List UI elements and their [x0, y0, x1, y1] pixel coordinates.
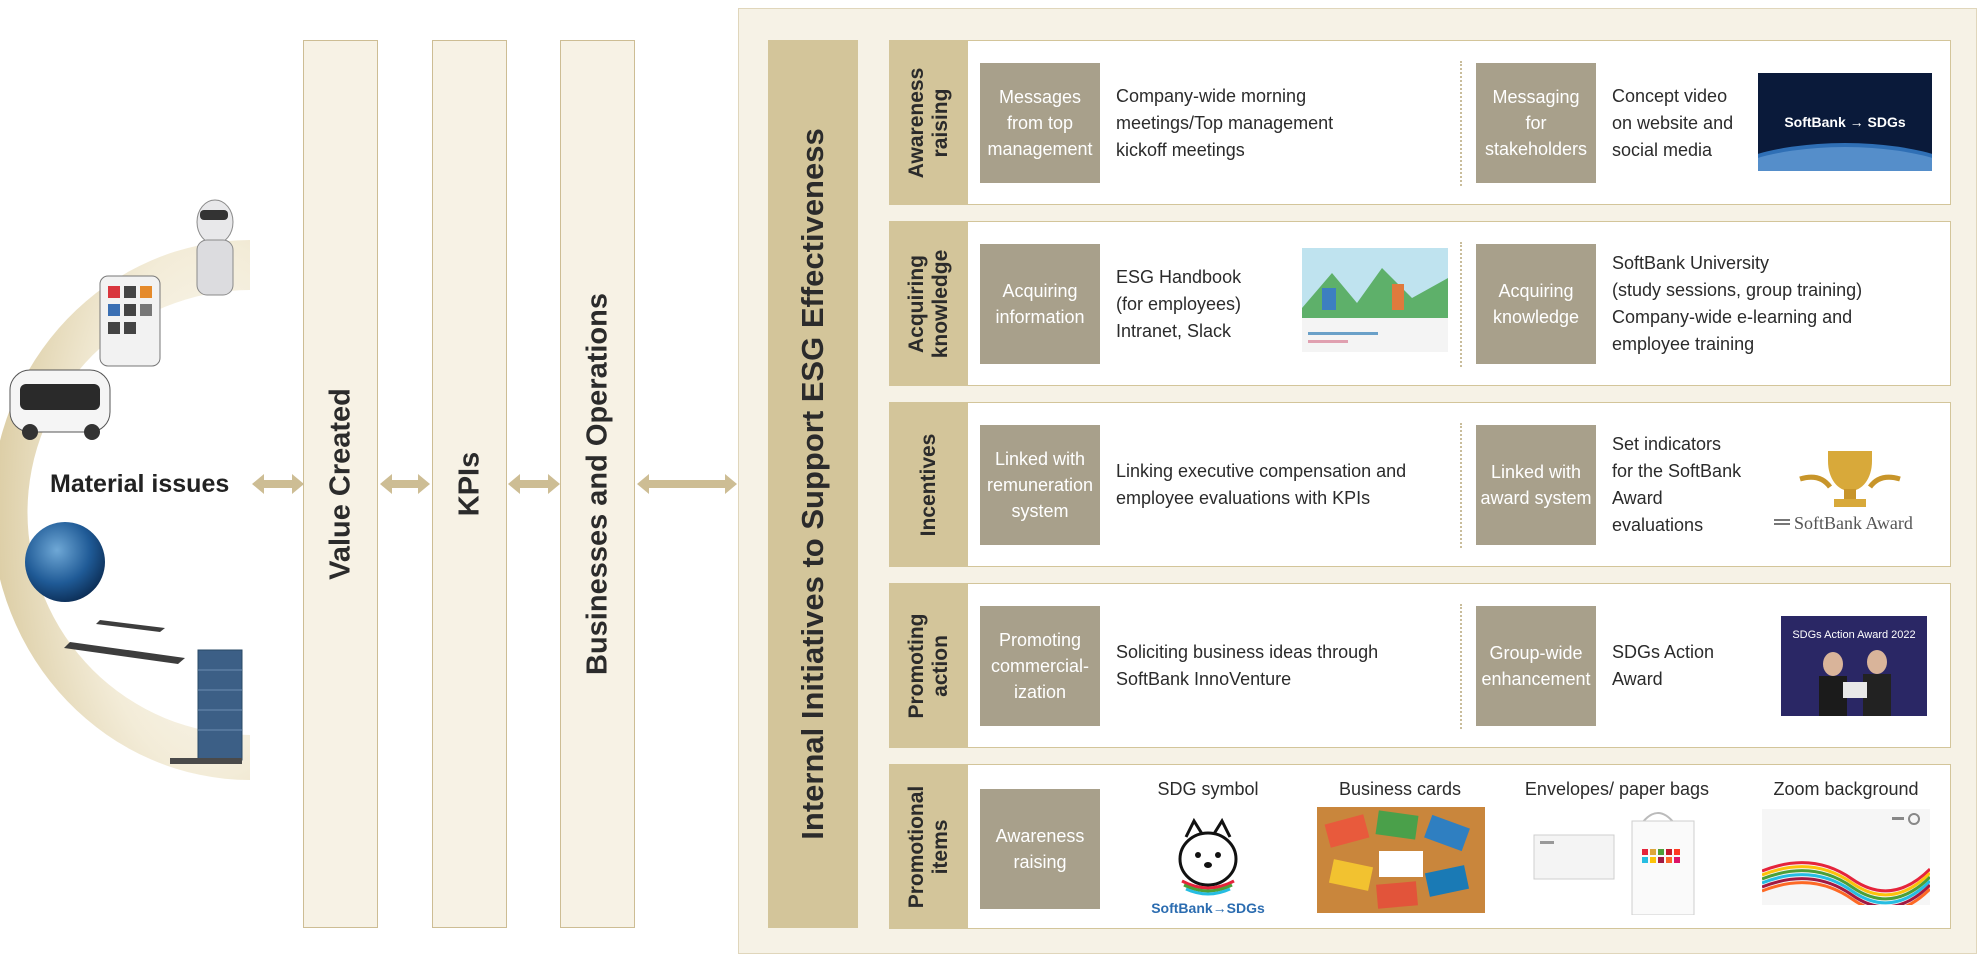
row-head: Acquiring knowledge: [890, 222, 968, 385]
envelopes-paper-bags-photo: [1533, 812, 1695, 915]
row-head-line: Awareness: [904, 67, 928, 178]
businesses-label: Businesses and Operations: [581, 293, 613, 675]
smartphone-icon: [99, 275, 161, 367]
business-cards-photo: [1317, 807, 1485, 913]
description: Soliciting business ideas through SoftBa…: [1116, 639, 1378, 693]
desc-line: evaluations: [1612, 515, 1704, 535]
initiatives-header: Internal Initiatives to Support ESG Effe…: [768, 40, 858, 928]
double-arrow-icon: [508, 474, 560, 494]
softbank-award-logo: SoftBank Award: [1774, 451, 1913, 533]
description: Linking executive compensation and emplo…: [1116, 458, 1406, 512]
category-box: Awareness raising: [980, 789, 1100, 909]
desc-line: Soliciting business ideas through: [1116, 642, 1379, 662]
category-box: Acquiring information: [980, 244, 1100, 364]
desc-line: Linking executive compensation and: [1116, 461, 1407, 481]
zoom-background-image: [1762, 809, 1930, 905]
row-head-line: items: [929, 819, 952, 874]
award-logo-text: SoftBank Award: [1794, 513, 1913, 533]
row-acquiring-knowledge: Acquiring knowledge Acquiring informatio…: [889, 221, 1951, 386]
row-head: Awareness raising: [890, 41, 968, 204]
description: SDGs Action Award: [1612, 639, 1714, 693]
row-head-line: Incentives: [916, 433, 940, 536]
row-head-line: action: [929, 634, 952, 697]
desc-line: Concept video: [1612, 86, 1728, 106]
earth-icon: [25, 522, 105, 602]
description: Set indicators for the SoftBank Award ev…: [1612, 431, 1741, 539]
desc-line: Award: [1612, 488, 1663, 508]
desc-line: employee training: [1612, 334, 1755, 354]
row-head-line: Promotional: [904, 785, 928, 908]
desc-line: kickoff meetings: [1116, 140, 1245, 160]
desc-line: SoftBank University: [1612, 253, 1770, 273]
row-head: Promoting action: [890, 584, 968, 747]
esg-handbook-thumbnail: [1302, 248, 1448, 352]
robot-icon: [196, 199, 234, 296]
material-issues-label: Material issues: [50, 470, 230, 498]
description: Concept video on website and social medi…: [1612, 83, 1733, 164]
dotted-divider: [1460, 423, 1462, 548]
row-head: Incentives: [890, 403, 968, 566]
double-arrow-icon: [637, 474, 737, 494]
promo-item-label: Envelopes/ paper bags: [1524, 779, 1710, 799]
category-box: Linked with remuneration system: [980, 425, 1100, 545]
sdg-symbol-dog-icon: SoftBank→SDGs: [1151, 817, 1265, 916]
row-head: Promotional items: [890, 765, 968, 928]
promo-item-label: SDG symbol: [1157, 779, 1259, 799]
row-head-line: knowledge: [929, 249, 952, 358]
double-arrow-icon: [252, 474, 304, 494]
desc-line: Set indicators: [1612, 434, 1722, 454]
material-issues-illustration: [0, 199, 250, 780]
initiatives-title: Internal Initiatives to Support ESG Effe…: [795, 128, 830, 840]
category-box: Group-wide enhancement: [1476, 606, 1596, 726]
row-head-line: Promoting: [904, 613, 928, 718]
desc-line: for the SoftBank: [1612, 461, 1742, 481]
desc-line: Intranet, Slack: [1116, 321, 1232, 341]
dotted-divider: [1460, 61, 1462, 186]
row-head-line: raising: [929, 88, 952, 157]
row-promotional-items: Promotional items Awareness raising SDG …: [889, 764, 1951, 929]
desc-line: (study sessions, group training): [1612, 280, 1863, 300]
businesses-column: Businesses and Operations: [560, 40, 635, 928]
value-created-label: Value Created: [324, 388, 356, 580]
kpis-column: KPIs: [432, 40, 507, 928]
concept-video-thumbnail: SoftBank → SDGs: [1758, 73, 1932, 171]
desc-line: Award: [1612, 669, 1663, 689]
value-created-column: Value Created: [303, 40, 378, 928]
kpis-label: KPIs: [453, 451, 485, 517]
sdg-symbol-text: SoftBank→SDGs: [1151, 900, 1265, 916]
row-head-line: Acquiring: [904, 254, 928, 353]
desc-line: meetings/Top management: [1116, 113, 1334, 133]
desc-line: (for employees): [1116, 294, 1242, 314]
desc-line: ESG Handbook: [1116, 267, 1242, 287]
desc-line: SDGs Action: [1612, 642, 1715, 662]
award-ceremony-photo: SDGs Action Award 2022: [1781, 616, 1927, 716]
description: Company-wide morning meetings/Top manage…: [1116, 83, 1333, 164]
double-arrow-icon: [380, 474, 430, 494]
desc-line: Company-wide e-learning and: [1612, 307, 1853, 327]
dotted-divider: [1460, 242, 1462, 367]
description: SoftBank University (study sessions, gro…: [1612, 250, 1862, 358]
desc-line: social media: [1612, 140, 1713, 160]
solar-panel-icon: [64, 620, 185, 664]
dotted-divider: [1460, 604, 1462, 729]
row-awareness-raising: Awareness raising Messages from top mana…: [889, 40, 1951, 205]
desc-line: SoftBank InnoVenture: [1116, 669, 1292, 689]
category-box: Acquiring knowledge: [1476, 244, 1596, 364]
promo-item-label: Business cards: [1338, 779, 1462, 799]
category-box: Linked with award system: [1476, 425, 1596, 545]
autonomous-bus-icon: [9, 369, 111, 440]
building-icon: [170, 649, 243, 764]
row-promoting-action: Promoting action Promoting commercial-iz…: [889, 583, 1951, 748]
row-incentives: Incentives Linked with remuneration syst…: [889, 402, 1951, 567]
desc-line: on website and: [1612, 113, 1734, 133]
category-box: Messages from top management: [980, 63, 1100, 183]
desc-line: employee evaluations with KPIs: [1116, 488, 1371, 508]
category-box: Messaging for stakeholders: [1476, 63, 1596, 183]
category-box: Promoting commercial-ization: [980, 606, 1100, 726]
photo-banner-text: SDGs Action Award 2022: [1792, 629, 1915, 641]
promo-item-label: Zoom background: [1773, 779, 1919, 799]
description: ESG Handbook (for employees) Intranet, S…: [1116, 264, 1241, 345]
desc-line: Company-wide morning: [1116, 86, 1307, 106]
thumbnail-text: SoftBank → SDGs: [1784, 114, 1906, 130]
